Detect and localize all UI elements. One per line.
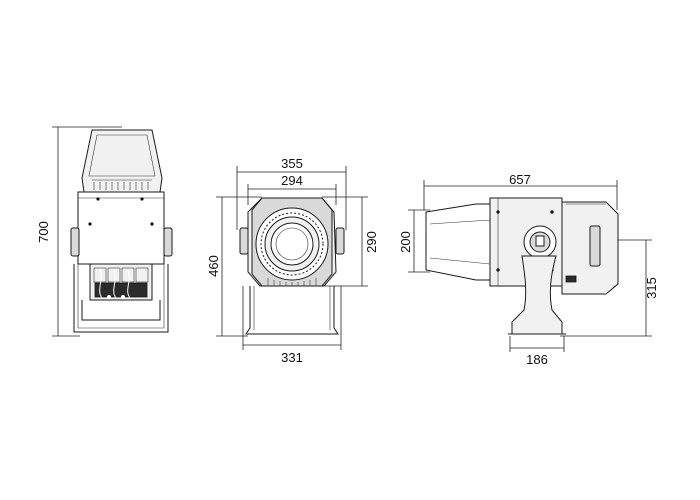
dim-profile-base-height: 315 [560, 239, 659, 337]
profile-view: 657 200 315 186 [398, 172, 659, 367]
dim-front-top-width-label: 355 [281, 156, 303, 171]
side-view: 700 [36, 126, 173, 337]
dim-front-base-width: 331 [242, 286, 342, 365]
dim-front-height-label: 460 [206, 255, 221, 277]
dim-profile-head-height: 200 [398, 209, 430, 273]
dim-side-height-label: 700 [36, 221, 51, 243]
dim-front-inner-width-label: 294 [281, 173, 303, 188]
dim-profile-base-width: 186 [509, 336, 565, 367]
dim-profile-head-height-label: 200 [398, 231, 413, 253]
dim-profile-base-height-label: 315 [644, 277, 659, 299]
dim-profile-length: 657 [423, 172, 618, 210]
front-view: 355 294 460 290 331 [206, 156, 379, 365]
dim-front-head-height: 290 [322, 196, 379, 287]
dim-front-head-height-label: 290 [364, 231, 379, 253]
dim-side-height: 700 [36, 126, 122, 337]
dim-profile-base-width-label: 186 [526, 352, 548, 367]
dim-front-inner-width: 294 [247, 173, 337, 205]
dim-profile-length-label: 657 [509, 172, 531, 187]
dim-front-top-width: 355 [236, 156, 347, 230]
dim-front-height: 460 [206, 196, 262, 337]
dim-front-base-width-label: 331 [281, 350, 303, 365]
